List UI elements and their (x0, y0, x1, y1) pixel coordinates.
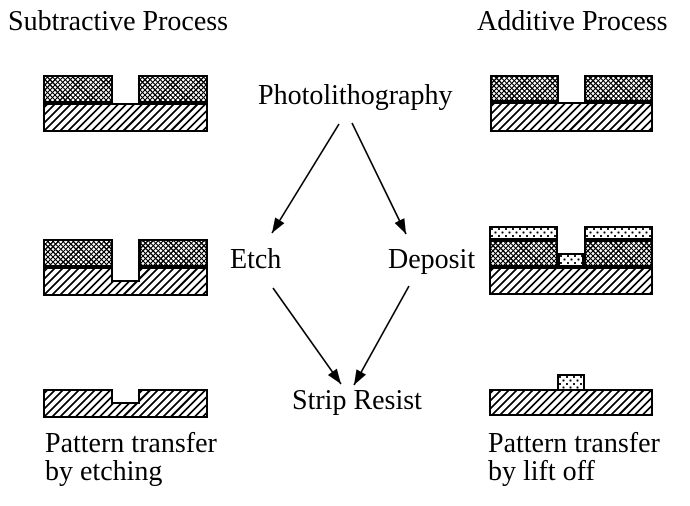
arrow-photolithography-to-etch (271, 123, 340, 234)
resist-layer (490, 75, 559, 102)
additive-caption-line2: by lift off (488, 456, 595, 487)
deposit-layer (489, 226, 558, 240)
film-layer (43, 103, 208, 132)
resist-layer (138, 75, 208, 103)
additive-caption-line1: Pattern transfer (488, 428, 660, 459)
etched-notch (111, 389, 140, 404)
resist-layer (584, 75, 653, 102)
arrow-deposit-to-strip-resist (353, 285, 410, 386)
etched-well (111, 239, 140, 282)
subtractive-step1-resist-on-film (43, 75, 208, 132)
resist-layer (139, 239, 208, 267)
resist-layer (584, 240, 653, 267)
flow-node-deposit: Deposit (388, 244, 476, 275)
substrate-layer (489, 267, 653, 295)
additive-step2-deposited (489, 226, 653, 295)
deposit-layer (584, 226, 653, 240)
deposit-in-gap (558, 253, 584, 267)
subtractive-caption-line1: Pattern transfer (45, 428, 217, 459)
subtractive-caption-line2: by etching (45, 456, 163, 487)
resist-layer (489, 240, 558, 267)
additive-caption: Pattern transfer by lift off (488, 430, 660, 486)
arrow-etch-to-strip-resist (272, 287, 342, 385)
flow-node-photolithography: Photolithography (258, 80, 453, 111)
deposited-feature (557, 374, 585, 391)
flow-node-etch: Etch (230, 244, 282, 275)
subtractive-step2-etched (43, 239, 208, 296)
subtractive-caption: Pattern transfer by etching (45, 430, 217, 486)
resist-layer (43, 239, 114, 267)
additive-step3-lifted-off (489, 374, 653, 416)
subtractive-step3-patterned-film (43, 389, 208, 418)
arrow-photolithography-to-deposit (351, 122, 407, 235)
flow-node-strip-resist: Strip Resist (292, 385, 422, 416)
substrate-layer (490, 102, 653, 132)
additive-step1-resist-on-substrate (490, 75, 653, 132)
resist-layer (43, 75, 113, 103)
subtractive-process-title: Subtractive Process (8, 6, 229, 37)
additive-process-title: Additive Process (477, 6, 668, 37)
substrate-layer (489, 389, 653, 416)
